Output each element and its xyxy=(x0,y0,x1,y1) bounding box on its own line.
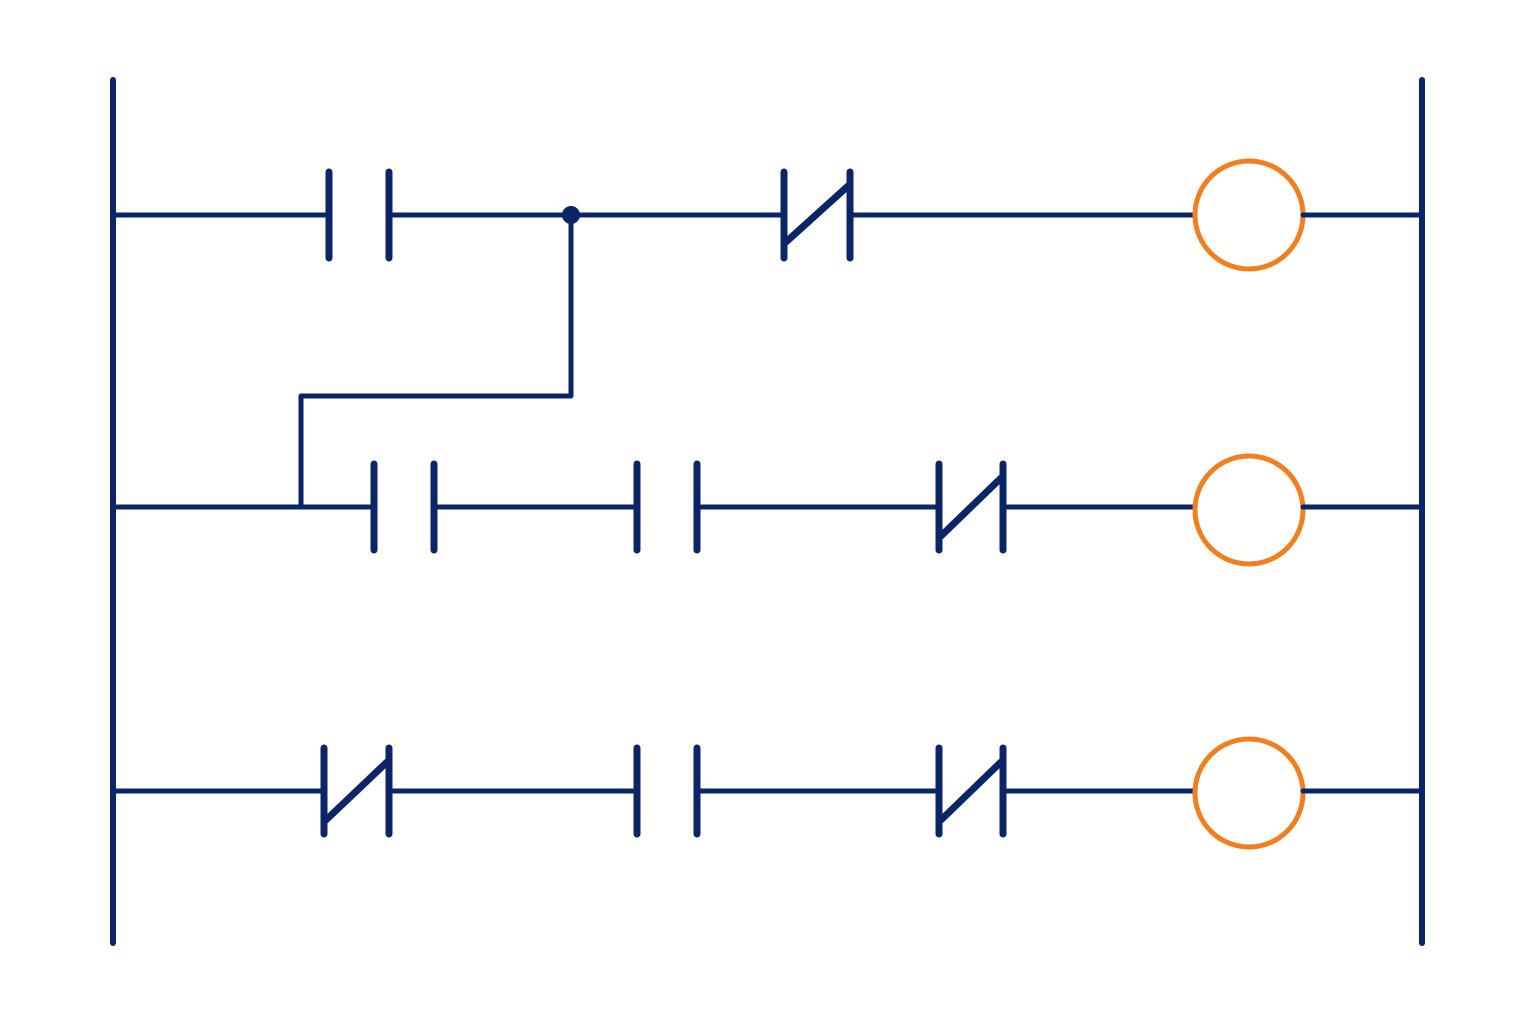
contact-nc-slash xyxy=(937,474,1005,540)
rung-1-contact-no xyxy=(325,168,393,262)
rung-3-contact-nc xyxy=(935,744,1007,838)
rung-2-coil xyxy=(1192,453,1306,567)
contact-nc-slash xyxy=(322,758,391,824)
rung-2-contact-no xyxy=(370,460,438,554)
rung-3-contact-nc xyxy=(320,744,393,838)
rung-3 xyxy=(110,736,1425,850)
rung-1 xyxy=(110,158,1425,272)
contact-nc-slash xyxy=(782,182,852,246)
contact-nc-slash xyxy=(937,758,1005,824)
rung-2-contact-no xyxy=(633,460,701,554)
rung-2 xyxy=(110,453,1425,567)
rung-2-contact-nc xyxy=(935,460,1007,554)
rung-1-coil xyxy=(1192,158,1306,272)
rung-3-contact-no xyxy=(633,744,701,838)
rung-3-coil xyxy=(1192,736,1306,850)
parallel-branch-wire xyxy=(298,212,574,510)
rung-1-contact-nc xyxy=(780,168,854,262)
